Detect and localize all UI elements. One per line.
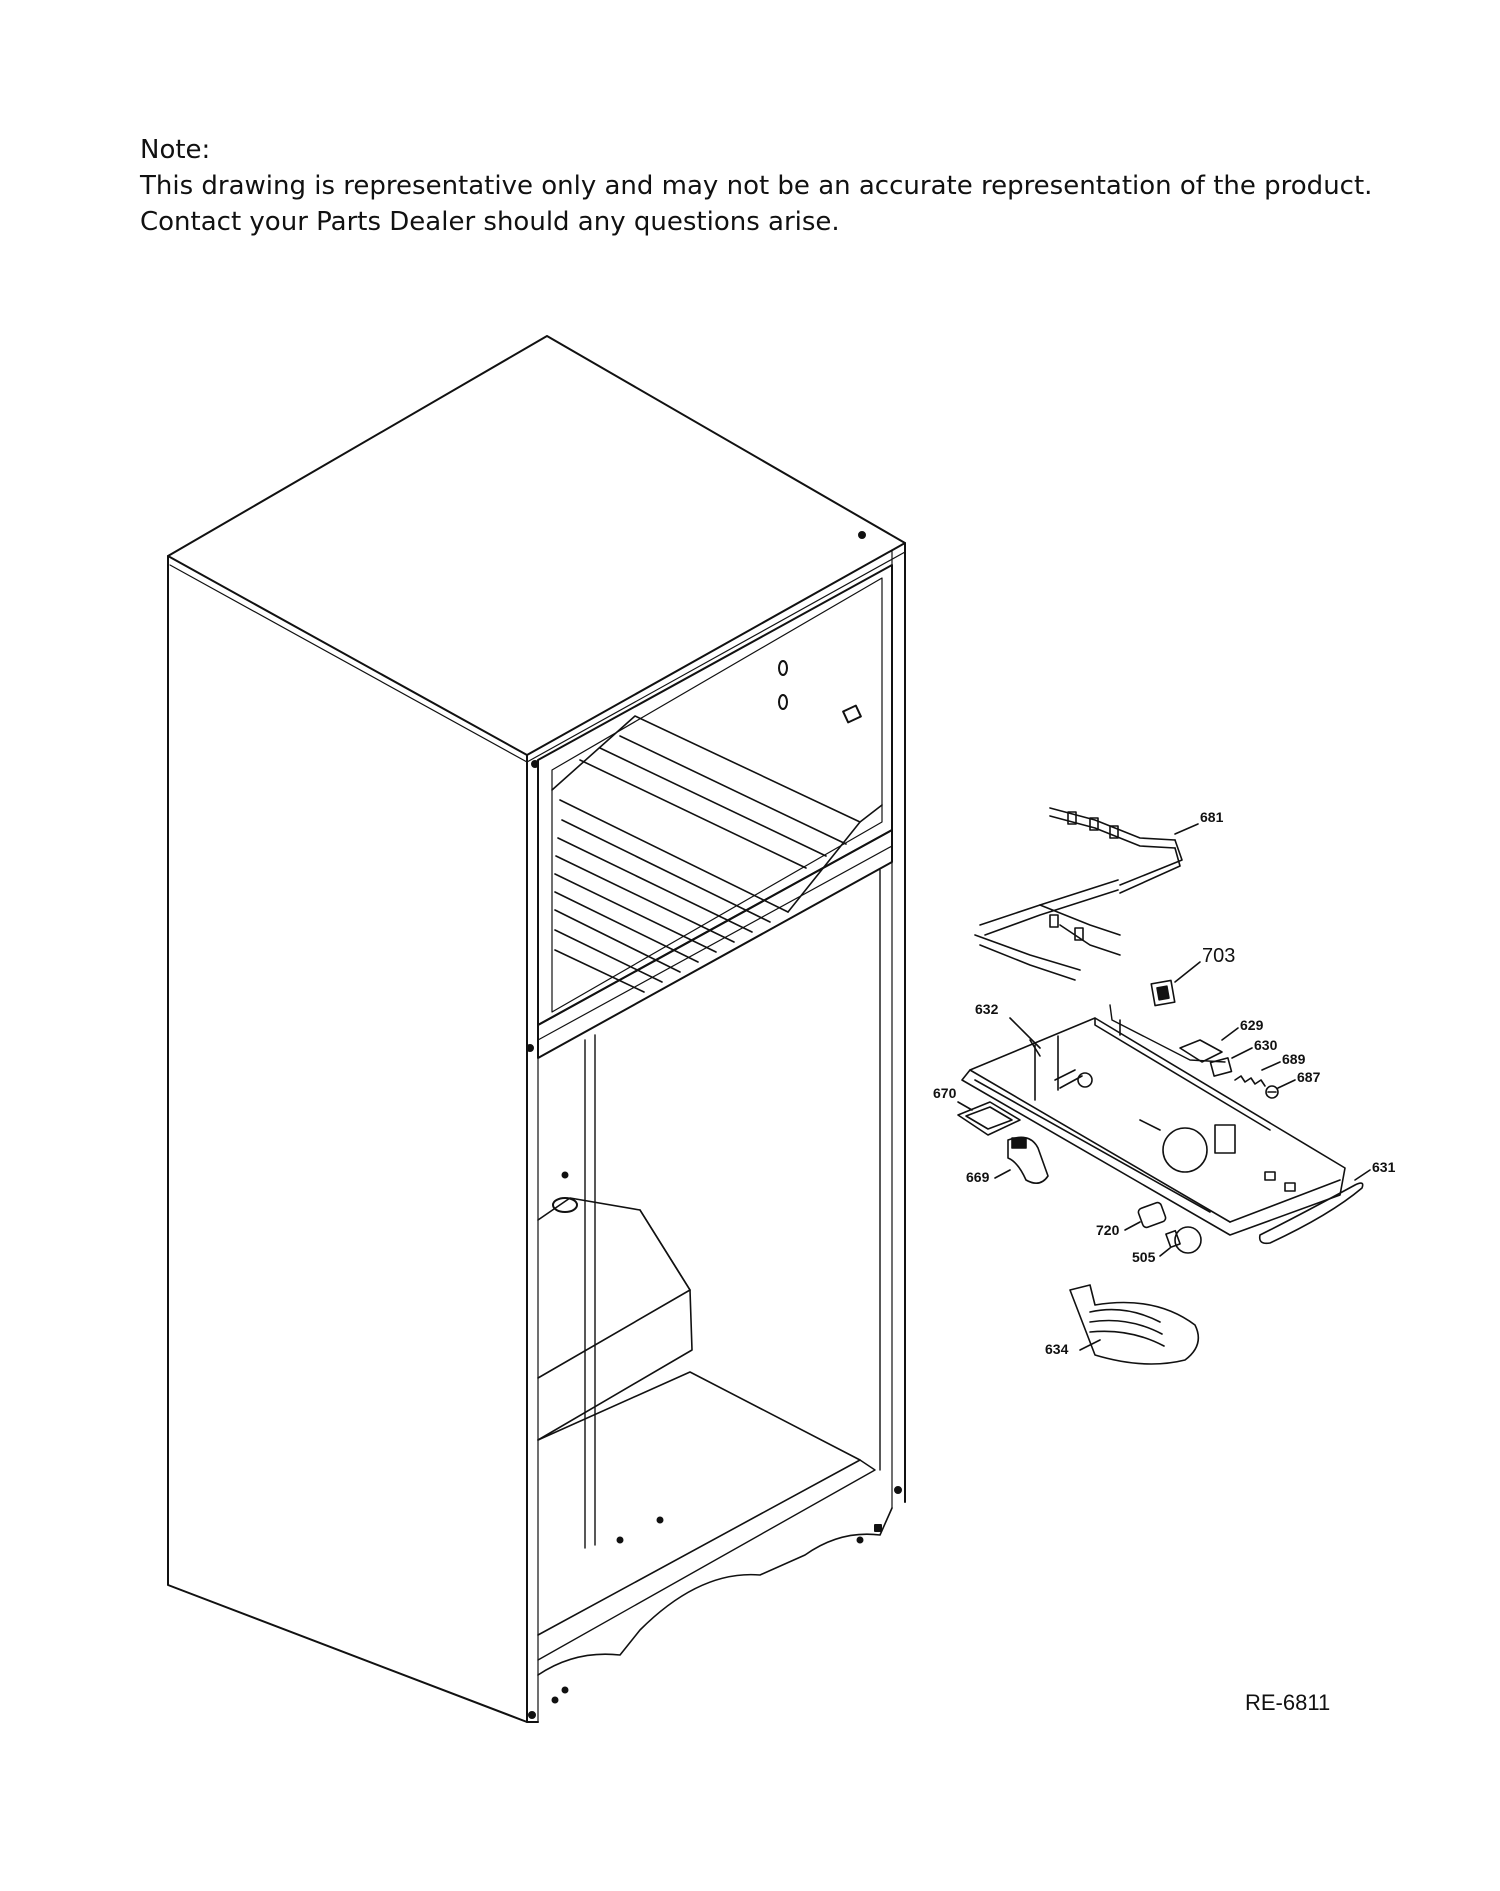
divider-mullion <box>537 829 893 1059</box>
part-632-control-housing <box>961 1017 1346 1236</box>
part-630-bracket <box>1209 1047 1253 1077</box>
part-505-light-bulb <box>1159 1226 1202 1257</box>
note-line-2: Contact your Parts Dealer should any que… <box>140 207 840 237</box>
drawing-note: Note: This drawing is representative onl… <box>140 132 1380 240</box>
part-label-505: 505 <box>1132 1249 1156 1265</box>
part-669-damper <box>994 1136 1049 1184</box>
fresh-food-compartment <box>537 869 893 1704</box>
part-label-689: 689 <box>1282 1051 1306 1067</box>
drawing-code: RE-6811 <box>1245 1690 1331 1715</box>
part-label-703: 703 <box>1202 945 1235 967</box>
part-689-spring <box>1234 1061 1281 1087</box>
part-label-632: 632 <box>975 1001 999 1017</box>
part-687-screw <box>1265 1079 1296 1099</box>
part-label-720: 720 <box>1096 1222 1120 1238</box>
note-line-1: This drawing is representative only and … <box>140 171 1373 201</box>
note-heading: Note: <box>140 135 211 165</box>
part-720-light-socket <box>1124 1201 1167 1231</box>
part-631-trim <box>1258 1169 1371 1245</box>
part-label-687: 687 <box>1297 1069 1321 1085</box>
refrigerator-cabinet <box>167 335 906 1723</box>
part-label-670: 670 <box>933 1085 957 1101</box>
part-label-634: 634 <box>1045 1341 1069 1357</box>
part-label-630: 630 <box>1254 1037 1278 1053</box>
control-wire-lead <box>1109 1004 1226 1063</box>
freezer-compartment <box>537 564 893 1026</box>
part-label-629: 629 <box>1240 1017 1264 1033</box>
freezer-shelf <box>551 715 883 993</box>
part-629-thermostat <box>1179 1027 1239 1063</box>
cabinet-top <box>167 335 906 756</box>
part-681-heater-harness <box>974 807 1199 981</box>
part-label-669: 669 <box>966 1169 990 1185</box>
part-670-gasket <box>957 1101 1021 1136</box>
part-703-switch <box>1150 961 1201 1007</box>
part-634-light-shield <box>1069 1284 1200 1365</box>
cabinet-left-side <box>167 555 528 1723</box>
part-label-631: 631 <box>1372 1159 1396 1175</box>
part-label-681: 681 <box>1200 809 1224 825</box>
